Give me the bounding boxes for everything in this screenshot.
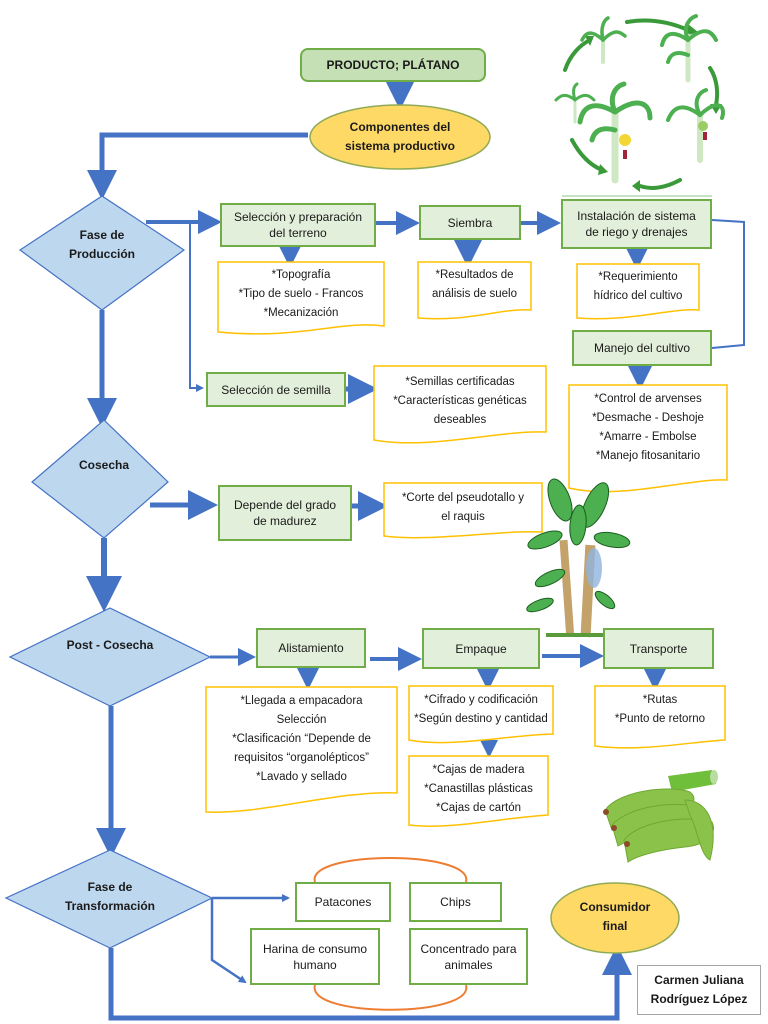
note-shape-riego [576,263,700,320]
process-grado-madurez[interactable]: Depende del grado de madurez [218,485,352,541]
note-shape-empaque [408,685,554,744]
banana-bunch-illustration [603,770,718,863]
arrow-produccion-to-semilla [189,222,204,392]
process-seleccion-semilla[interactable]: Selección de semilla [206,372,346,407]
diamond-postcosecha [8,607,212,707]
loop-bottom [313,984,468,1011]
arrow-components-to-produccion [87,132,308,200]
diamond-produccion [18,195,186,311]
note-corte: *Corte del pseudotallo y el raquis [401,492,525,523]
note-empaque-cajas: *Cajas de madera *Canastillas plásticas … [424,764,533,814]
terminal-shapes [309,104,680,954]
arrow-transformacion-to-consumidor [108,945,632,1021]
phase-postcosecha-label[interactable]: Post - Cosecha [66,638,154,652]
diamond-transformacion [4,849,214,949]
product-harina[interactable]: Harina de consumo humano [250,928,380,985]
product-concentrado[interactable]: Concentrado para animales [409,928,528,985]
phase-produccion-label[interactable]: Fase de Producción [68,228,135,261]
loop-connectors [313,857,468,1011]
life-cycle-illustration [554,14,725,197]
phase-transformacion-label[interactable]: Fase de Transformación [64,880,156,913]
note-shapes [205,261,728,827]
process-transporte[interactable]: Transporte [603,628,714,669]
connectors [86,80,745,1021]
product-patacones[interactable]: Patacones [295,882,391,922]
process-seleccion-terreno[interactable]: Selección y preparación del terreno [220,203,376,247]
ellipse-consumidor [550,882,680,954]
note-shape-semilla [373,365,547,444]
product-chips[interactable]: Chips [409,882,502,922]
note-empaque: *Cifrado y codificación *Según destino y… [414,694,548,725]
note-siembra: *Resultados de análisis de suelo [431,269,518,300]
note-shape-corte [383,482,543,539]
note-alistamiento: *Llegada a empacadora Selección *Clasifi… [232,695,371,783]
components-label[interactable]: Componentes del sistema productivo [344,120,456,153]
consumidor-final-label[interactable]: Consumidor final [579,900,651,933]
banana-tree-illustration [526,478,631,638]
note-shape-cajas [408,755,549,827]
note-riego: *Requerimiento hídrico del cultivo [593,271,683,302]
plant-growing-icon [660,14,718,83]
note-shape-siembra [417,261,532,320]
process-manejo-cultivo[interactable]: Manejo del cultivo [572,330,712,366]
plant-mature-icon [577,81,653,184]
diamond-cosecha [31,419,169,539]
note-shape-transporte [594,685,726,749]
process-empaque[interactable]: Empaque [422,628,540,669]
note-shape-manejo [568,384,728,493]
process-instalacion-riego[interactable]: Instalación de sistema de riego y drenaj… [561,199,712,249]
plant-young-icon [580,16,627,64]
process-alistamiento[interactable]: Alistamiento [256,628,366,668]
loop-top [313,857,468,883]
author-box: Carmen Juliana Rodríguez López [637,965,761,1015]
title-box-producto[interactable]: PRODUCTO; PLÁTANO [300,48,486,82]
note-shape-alistamiento [205,686,398,813]
process-siembra[interactable]: Siembra [419,205,521,240]
connector-riego-to-manejo [711,219,745,349]
note-terreno: *Topografía *Tipo de suelo - Francos *Me… [238,269,364,319]
note-manejo: *Control de arvenses *Desmache - Deshoje… [592,393,704,462]
note-shape-terreno [217,261,385,335]
phase-cosecha-label[interactable]: Cosecha [78,458,130,472]
note-transporte: *Rutas *Punto de retorno [614,694,706,725]
decision-shapes [4,195,214,949]
ellipse-components [309,104,491,170]
plant-seedling-icon [554,82,596,124]
arrow-transformacion-to-harina [210,898,247,984]
note-semilla: *Semillas certificadas *Características … [393,376,527,426]
